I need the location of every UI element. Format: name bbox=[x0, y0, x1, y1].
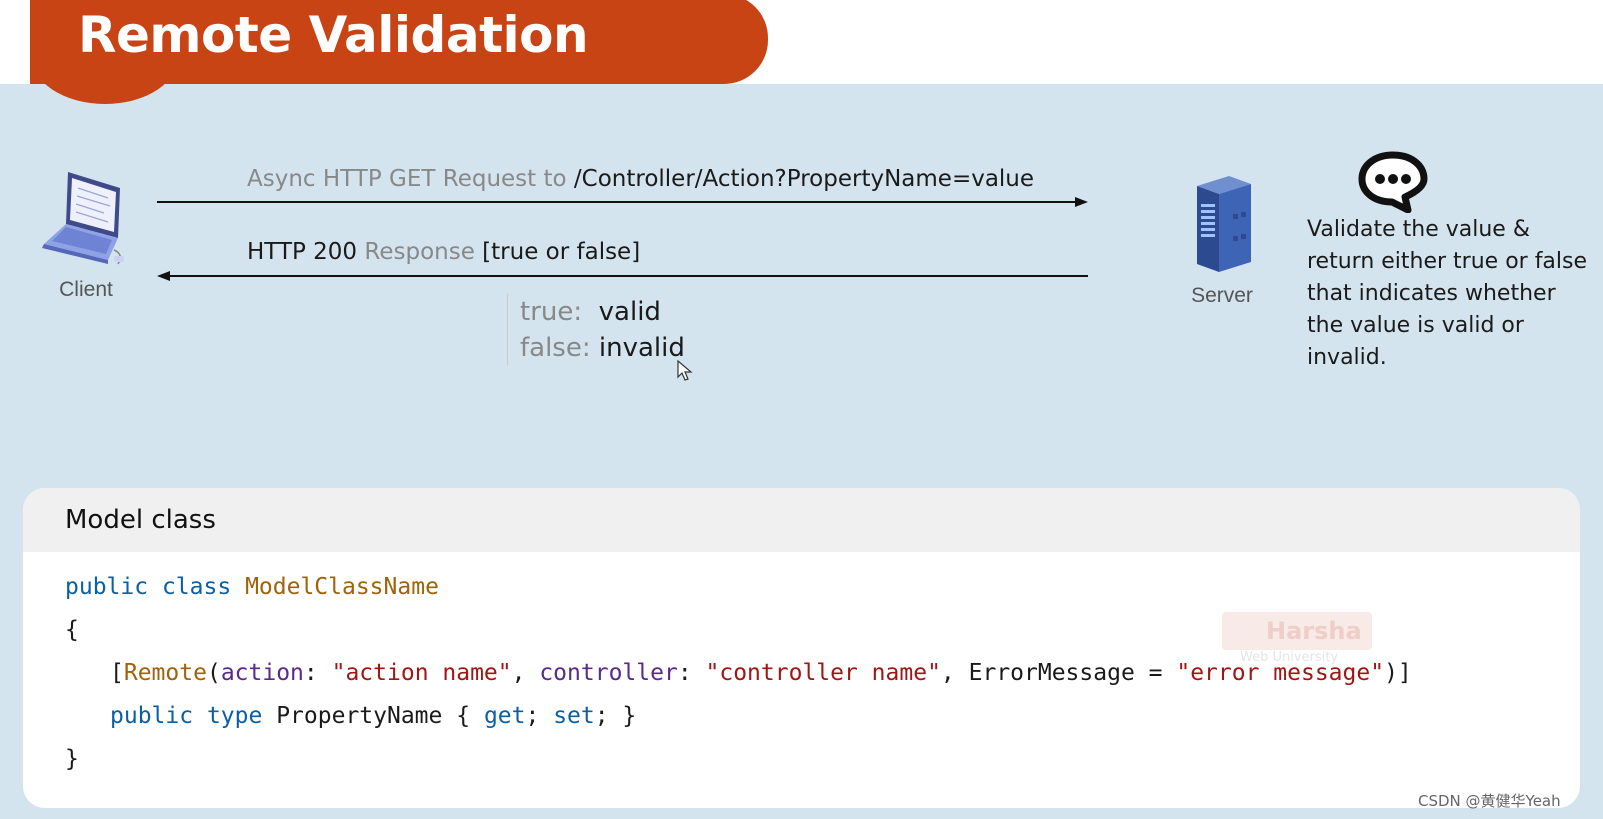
code-line: { bbox=[65, 609, 1412, 652]
watermark-logo: Harsha bbox=[1222, 612, 1372, 650]
response-body: [true or false] bbox=[482, 239, 641, 265]
code-token: set bbox=[553, 703, 595, 729]
code-token: get bbox=[483, 703, 526, 729]
response-arrow bbox=[157, 271, 1088, 281]
response-label: HTTP 200 Response [true or false] bbox=[247, 239, 640, 265]
code-token: { bbox=[456, 703, 484, 729]
code-token: = bbox=[1134, 660, 1177, 686]
code-token: ( bbox=[206, 660, 221, 686]
mouse-cursor-icon bbox=[677, 360, 693, 381]
code-block: public class ModelClassName { [Remote(acti… bbox=[65, 566, 1412, 781]
client-label: Client bbox=[59, 278, 113, 301]
legend-value: invalid bbox=[598, 333, 685, 363]
code-token: ErrorMessage bbox=[968, 660, 1135, 686]
credit-text: CSDN @黄健华Yeah bbox=[1418, 792, 1561, 810]
legend-key: true: bbox=[520, 297, 583, 327]
result-legend: true: valid false: invalid bbox=[507, 294, 685, 366]
response-status: HTTP 200 bbox=[247, 239, 358, 265]
watermark-subtitle: Web University bbox=[1240, 650, 1339, 665]
request-arrow bbox=[157, 197, 1088, 207]
code-token: : bbox=[303, 660, 332, 686]
code-line: } bbox=[65, 738, 1412, 781]
code-token: Remote bbox=[123, 660, 207, 686]
code-token: public bbox=[110, 703, 194, 729]
code-token: { bbox=[65, 617, 79, 643]
legend-row-false: false: invalid bbox=[520, 330, 685, 366]
code-token: PropertyName bbox=[276, 703, 443, 729]
legend-key: false: bbox=[520, 333, 591, 363]
code-token: "action name" bbox=[331, 660, 512, 686]
code-token: ; bbox=[525, 703, 554, 729]
server-icon bbox=[1197, 176, 1251, 272]
code-token: "error message" bbox=[1176, 660, 1385, 686]
code-token: [ bbox=[110, 660, 124, 686]
request-prefix: Async HTTP GET Request to bbox=[247, 166, 567, 192]
code-token: public bbox=[65, 574, 149, 600]
title-banner bbox=[30, 0, 768, 84]
request-label: Async HTTP GET Request to /Controller/Ac… bbox=[247, 166, 1034, 192]
legend-row-true: true: valid bbox=[520, 294, 685, 330]
code-token: class bbox=[161, 574, 232, 600]
panel-header: Model class bbox=[23, 488, 1580, 552]
code-line: public type PropertyName { get; set; } bbox=[65, 695, 1412, 738]
code-token: )] bbox=[1384, 660, 1412, 686]
legend-value: valid bbox=[598, 297, 661, 327]
code-token: , bbox=[511, 660, 540, 686]
code-token: ; } bbox=[594, 703, 637, 729]
server-note: Validate the value & return either true … bbox=[1307, 217, 1588, 370]
code-token: controller bbox=[539, 660, 678, 686]
code-token: , bbox=[940, 660, 969, 686]
server-node: Server bbox=[1182, 174, 1262, 308]
response-word: Response bbox=[364, 239, 475, 265]
laptop-icon bbox=[42, 172, 124, 265]
page-title: Remote Validation bbox=[78, 6, 589, 64]
code-token: ModelClassName bbox=[245, 574, 439, 600]
client-node: Client bbox=[36, 168, 136, 302]
code-line: public class ModelClassName bbox=[65, 566, 1412, 609]
code-token: : bbox=[677, 660, 706, 686]
model-class-panel: Model class public class ModelClassName {… bbox=[23, 488, 1580, 808]
chat-bubble-icon bbox=[1358, 151, 1428, 213]
code-token: action bbox=[220, 660, 304, 686]
code-token: } bbox=[65, 746, 79, 772]
server-label: Server bbox=[1191, 284, 1253, 307]
code-token: "controller name" bbox=[705, 660, 941, 686]
code-token: type bbox=[206, 703, 263, 729]
request-url: /Controller/Action?PropertyName=value bbox=[573, 166, 1035, 192]
code-line: [Remote(action: "action name", controlle… bbox=[65, 652, 1412, 695]
